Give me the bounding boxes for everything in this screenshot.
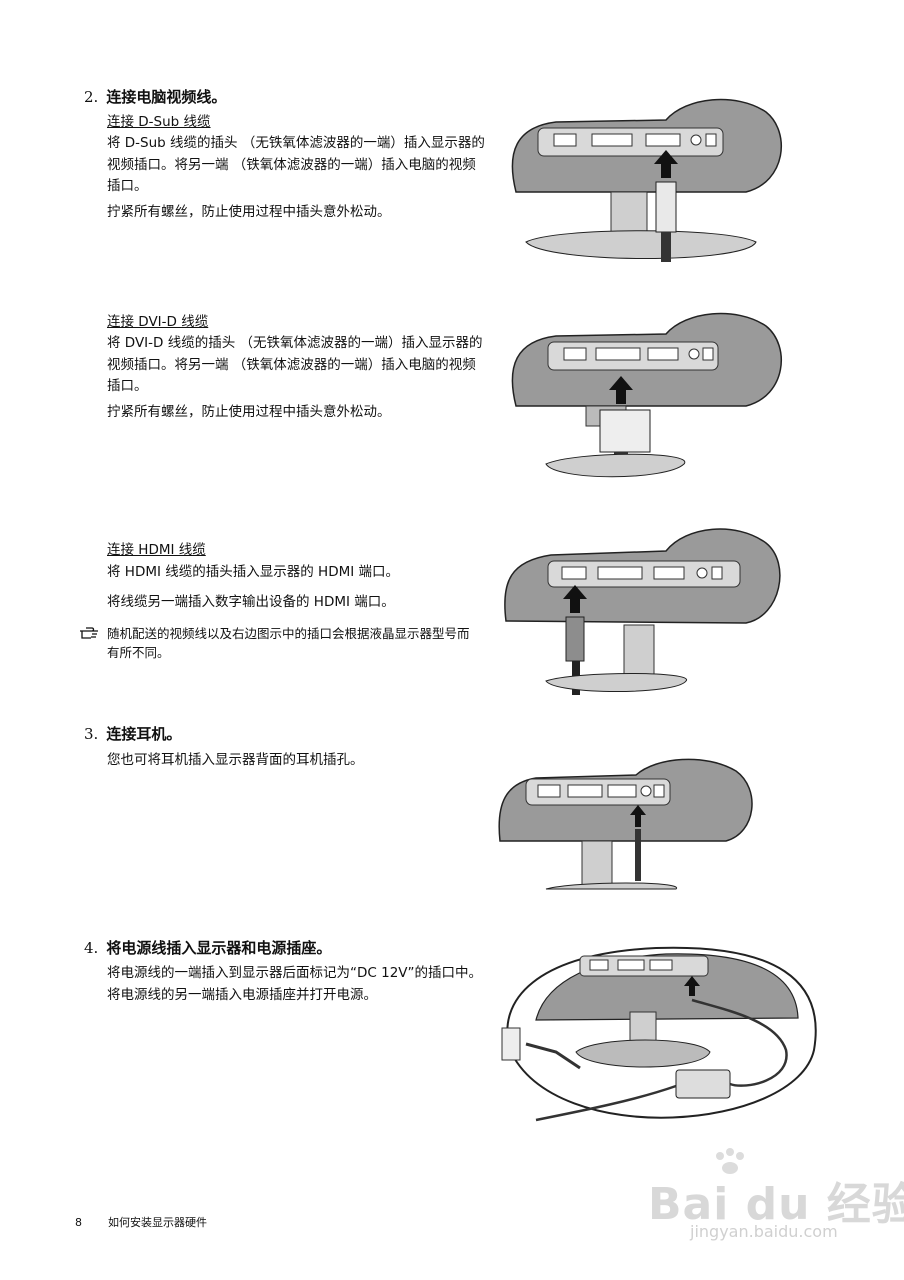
headphone-illustration	[496, 753, 758, 901]
page-number: 8	[75, 1216, 82, 1229]
dsub-illustration	[496, 92, 784, 274]
step3-heading: 3. 连接耳机。	[84, 723, 181, 745]
hdmi-arrow	[563, 585, 587, 613]
footer-section-title: 如何安装显示器硬件	[108, 1216, 207, 1229]
power-illustration	[496, 940, 824, 1144]
hdmi-paragraph-1: 将 HDMI 线缆的插头插入显示器的 HDMI 端口。	[107, 564, 400, 580]
dsub-arrow	[654, 150, 678, 178]
dvi-paragraph-1: 将 DVI-D 线缆的插头 （无铁氧体滤波器的一端）插入显示器的视频插口。将另一…	[107, 335, 483, 394]
step4-number: 4.	[84, 939, 99, 957]
step3-number: 3.	[84, 725, 99, 743]
watermark-url: jingyan.baidu.com	[690, 1222, 838, 1241]
hdmi-paragraph-2: 将线缆另一端插入数字输出设备的 HDMI 端口。	[107, 594, 395, 610]
pointing-hand-icon	[78, 623, 104, 641]
hdmi-heading: 连接 HDMI 线缆	[107, 542, 206, 558]
step4-title: 将电源线插入显示器和电源插座。	[106, 939, 332, 957]
step4-heading: 4. 将电源线插入显示器和电源插座。	[84, 937, 331, 959]
hdmi-illustration	[496, 521, 784, 703]
headphone-arrow	[630, 805, 646, 827]
step3-paragraph: 您也可将耳机插入显示器背面的耳机插孔。	[107, 752, 364, 768]
dvi-arrow	[609, 376, 633, 404]
step2-heading: 2. 连接电脑视频线。	[84, 86, 226, 108]
watermark-logo: Bai du 经验	[648, 1179, 904, 1230]
dsub-paragraph-1: 将 D-Sub 线缆的插头 （无铁氧体滤波器的一端）插入显示器的视频插口。将另一…	[107, 135, 485, 194]
power-arrow	[684, 976, 700, 996]
step2-number: 2.	[84, 88, 99, 106]
dsub-paragraph-2: 拧紧所有螺丝，防止使用过程中插头意外松动。	[107, 204, 391, 220]
baidu-paw-icon	[668, 1146, 752, 1180]
dvi-paragraph-2: 拧紧所有螺丝，防止使用过程中插头意外松动。	[107, 404, 391, 420]
dvi-heading: 连接 DVI-D 线缆	[107, 314, 209, 330]
step3-title: 连接耳机。	[106, 725, 182, 743]
cable-note: 随机配送的视频线以及右边图示中的插口会根据液晶显示器型号而有所不同。	[107, 626, 470, 660]
step2-title: 连接电脑视频线。	[106, 88, 227, 106]
step4-paragraph: 将电源线的一端插入到显示器后面标记为“DC 12V”的插口中。将电源线的另一端插…	[107, 965, 483, 1003]
dsub-heading: 连接 D-Sub 线缆	[107, 114, 211, 130]
dvi-illustration	[496, 306, 784, 488]
